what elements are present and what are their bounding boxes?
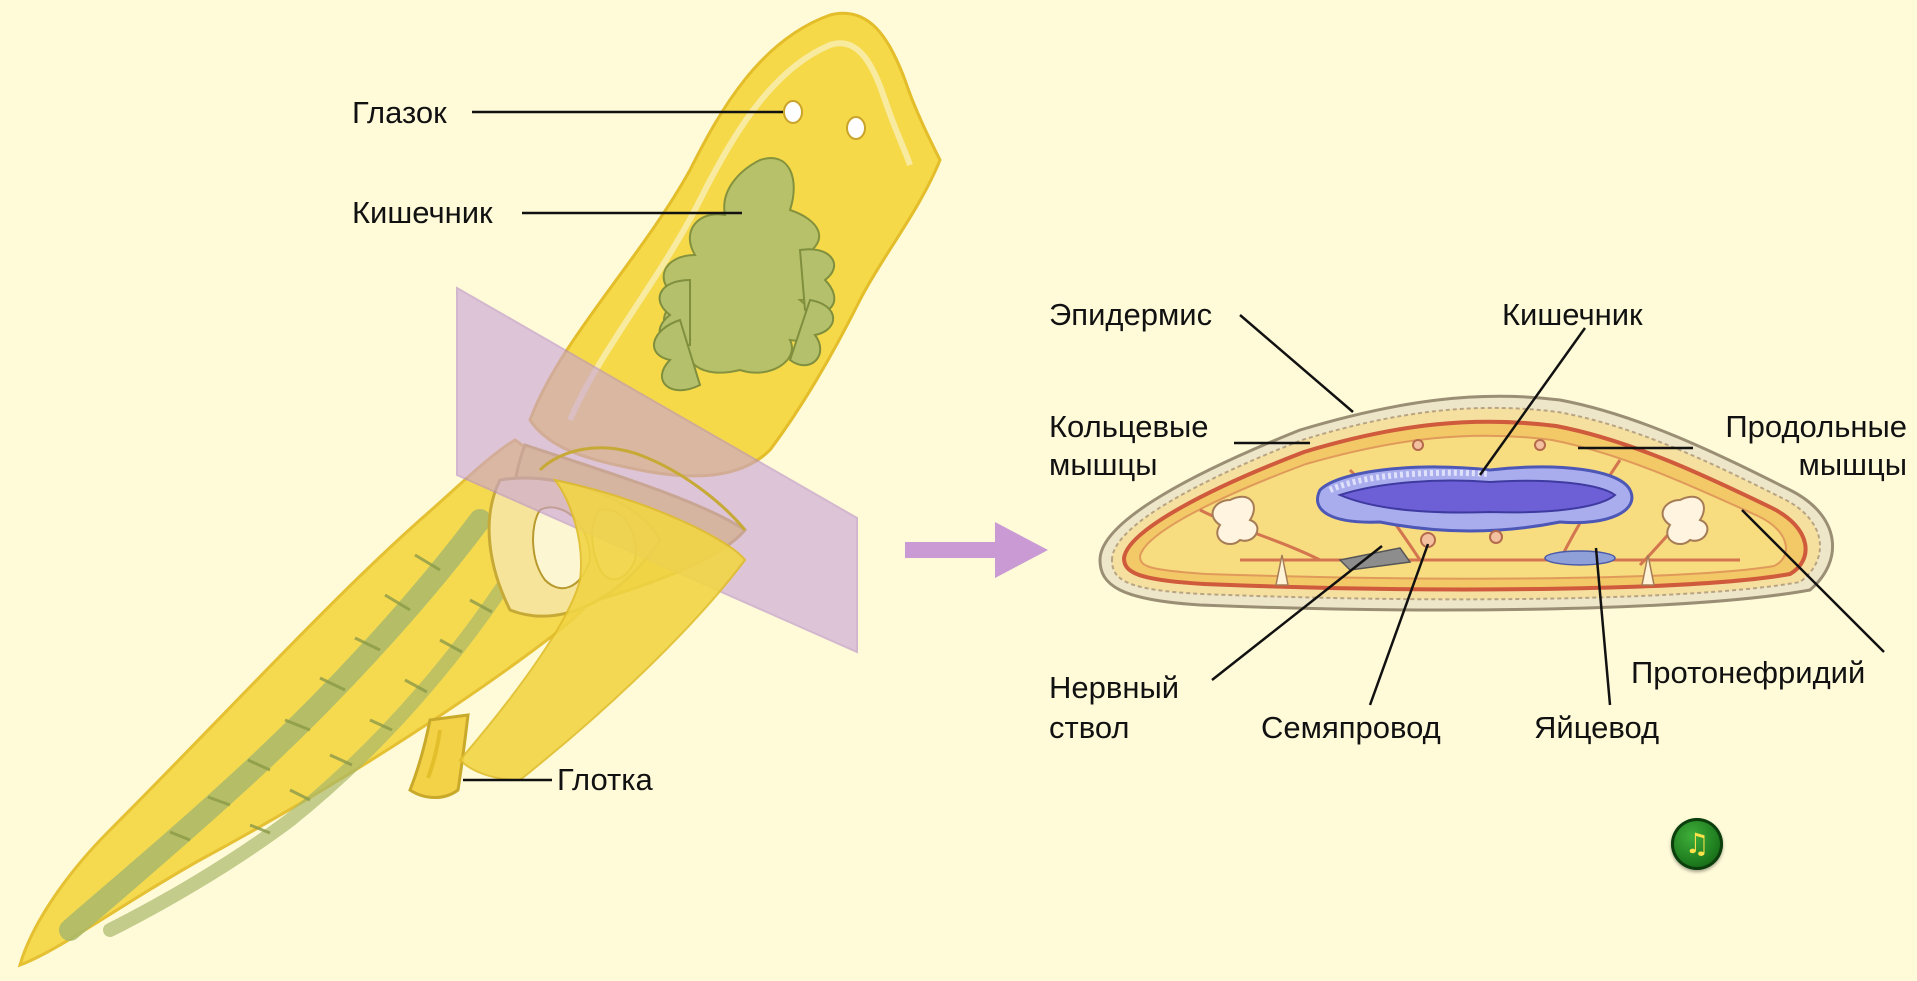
label-epidermis: Эпидермис xyxy=(1049,298,1212,331)
label-sperm-duct: Семяпровод xyxy=(1261,711,1441,744)
label-nerve-cord-line2: ствол xyxy=(1049,711,1129,744)
label-longitudinal-muscles-line1: Продольные xyxy=(1725,410,1907,443)
arrow xyxy=(905,522,1048,578)
label-circular-muscles-line1: Кольцевые xyxy=(1049,410,1209,443)
label-longitudinal-muscles-line2: мышцы xyxy=(1799,448,1908,481)
label-oviduct: Яйцевод xyxy=(1534,711,1659,744)
label-pharynx: Глотка xyxy=(557,763,653,796)
music-note-icon: ♫ xyxy=(1684,830,1709,858)
label-intestine: Кишечник xyxy=(352,196,493,229)
audio-play-button[interactable]: ♫ xyxy=(1671,818,1723,870)
label-section-intestine: Кишечник xyxy=(1502,298,1643,331)
label-nerve-cord-line1: Нервный xyxy=(1049,671,1179,704)
cross-section xyxy=(1100,396,1833,610)
label-protonephridium: Протонефридий xyxy=(1631,656,1865,689)
label-circular-muscles-line2: мышцы xyxy=(1049,448,1158,481)
label-eye: Глазок xyxy=(352,96,447,129)
